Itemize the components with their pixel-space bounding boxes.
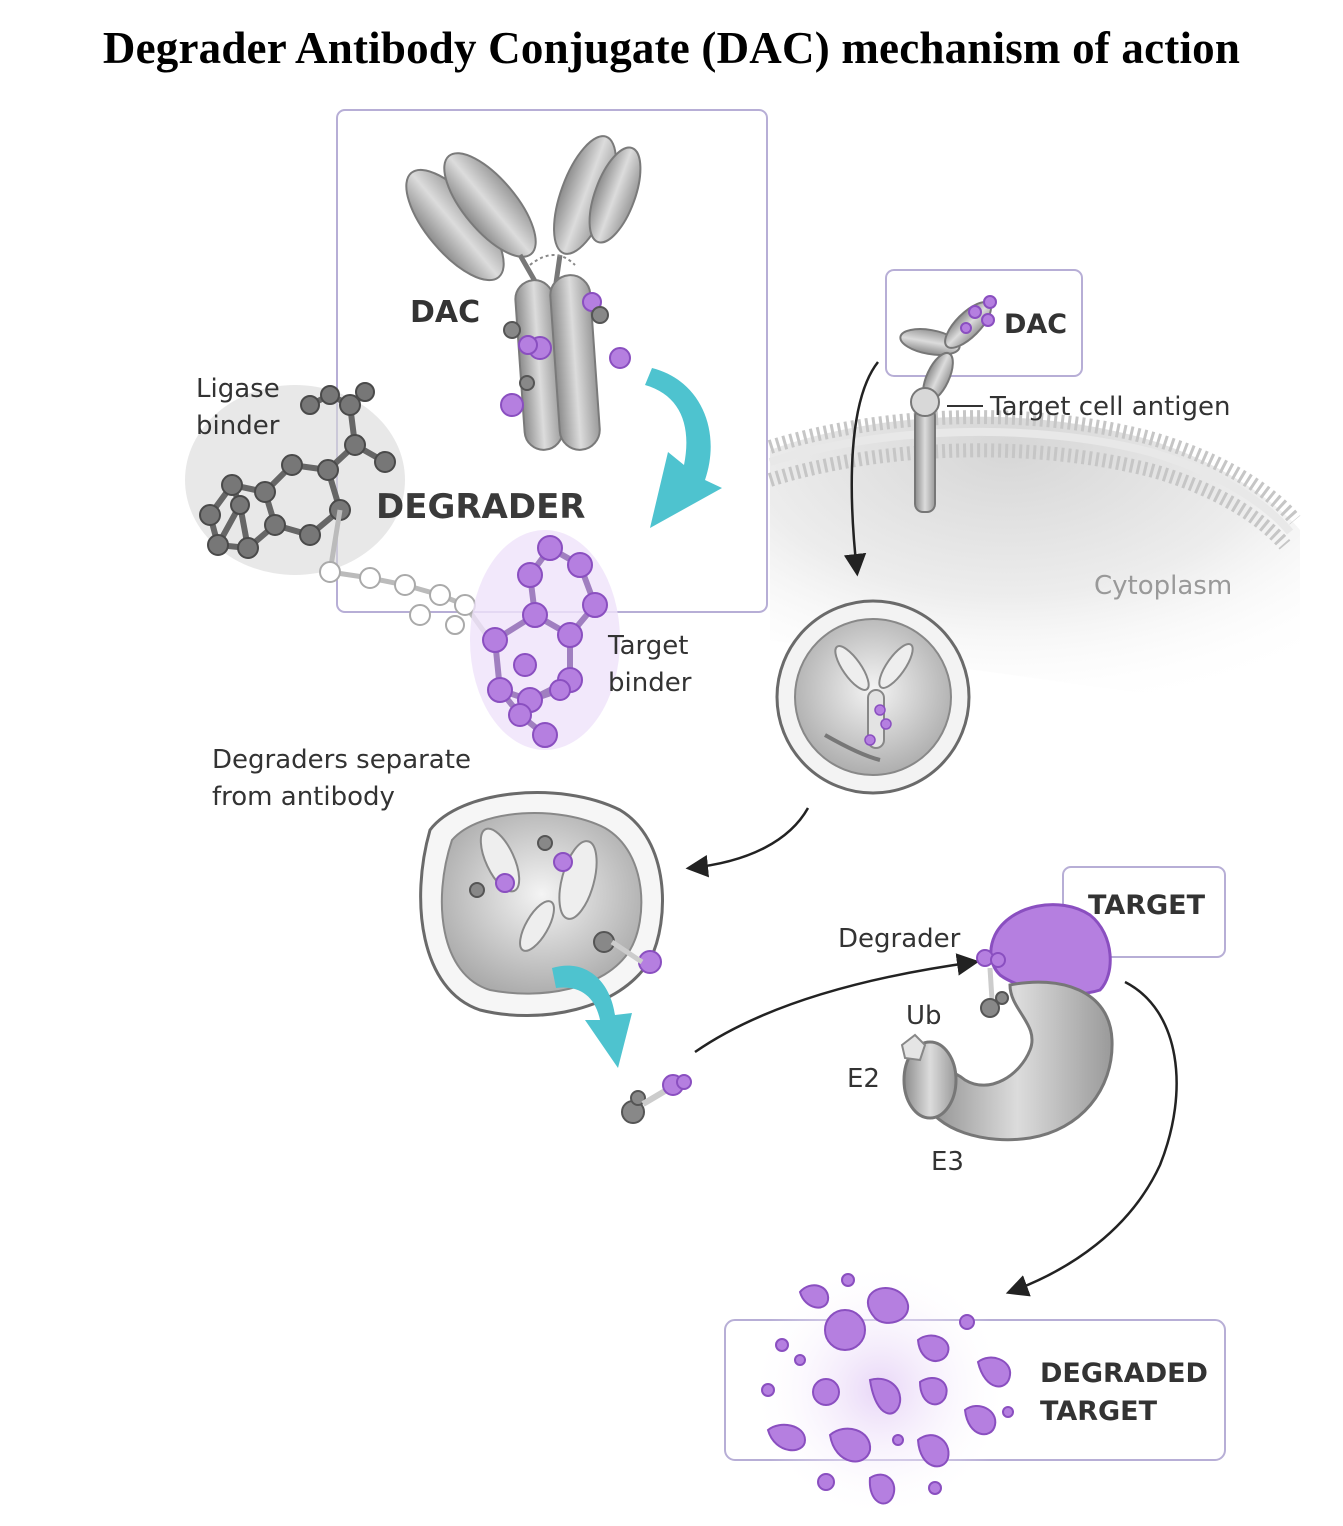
degraded-target-label-2: TARGET (1040, 1396, 1158, 1427)
ligase-binder-label-1: Ligase (196, 374, 280, 404)
cell-membrane (767, 410, 1301, 550)
target-binder-label-2: binder (608, 668, 692, 698)
target-cell-antigen (910, 387, 983, 513)
target-cell-antigen-label: Target cell antigen (989, 392, 1231, 422)
dac-main-label: DAC (410, 295, 480, 330)
ligase-binder-label-2: binder (196, 411, 280, 441)
teal-arrow-bottom (552, 965, 632, 1068)
separate-label-1: Degraders separate (212, 745, 471, 775)
diagram-title: Degrader Antibody Conjugate (DAC) mechan… (102, 23, 1241, 73)
target-protein (989, 903, 1112, 996)
degrader-small-label: Degrader (838, 924, 961, 954)
teal-arrow-top (645, 368, 722, 528)
separate-label-2: from antibody (212, 782, 395, 812)
target-binder-label-1: Target (607, 631, 688, 661)
lysosome (419, 791, 664, 1018)
free-degrader (621, 1074, 692, 1124)
antibody-small (899, 295, 997, 403)
arrow-to-degradation (1005, 980, 1178, 1297)
e3-label: E3 (931, 1147, 964, 1177)
e3-ligase-complex (900, 949, 1114, 1142)
antibody-large (405, 135, 642, 451)
e2-label: E2 (847, 1064, 880, 1094)
degraded-fragments (761, 1273, 1014, 1505)
arrow-internalization (843, 361, 879, 577)
arrow-to-lysosome (685, 807, 810, 878)
cytoplasm-label: Cytoplasm (1094, 571, 1232, 601)
degrader-molecule (185, 382, 620, 750)
endosome-1 (775, 599, 971, 795)
arrow-to-target (694, 953, 980, 1054)
target-label: TARGET (1088, 890, 1206, 921)
degraded-target-label-1: DEGRADED (1040, 1358, 1208, 1389)
degrader-label: DEGRADER (376, 487, 585, 527)
ub-label: Ub (906, 1001, 942, 1031)
dac-small-label: DAC (1004, 309, 1067, 340)
